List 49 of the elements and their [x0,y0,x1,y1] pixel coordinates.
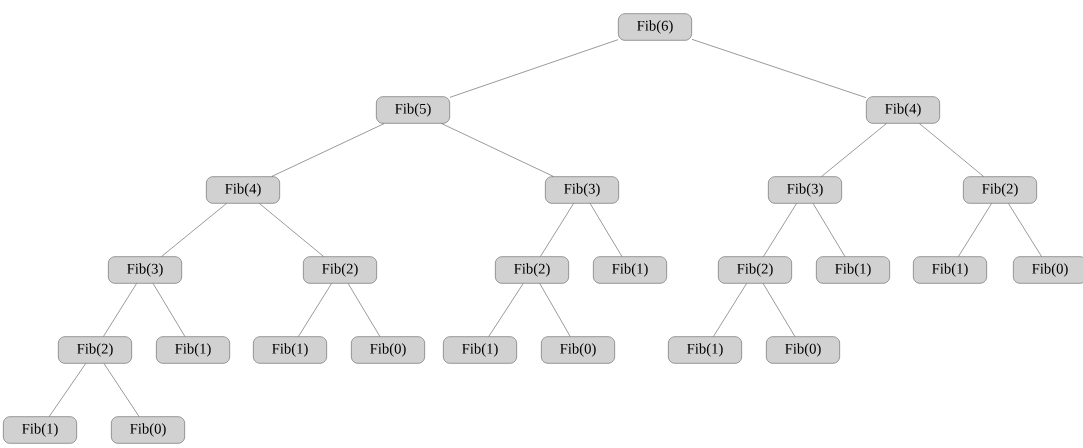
call-box: Fib(1) [913,256,987,284]
tree-line [103,363,140,417]
call-box: Fib(4) [206,176,280,204]
tree-line [347,283,381,337]
tree-line [1008,203,1042,257]
call-box: Fib(0) [541,336,615,364]
call-box: Fib(2) [495,256,569,284]
tree-line [691,39,867,98]
call-box: Fib(6) [618,13,692,41]
call-box: Fib(2) [963,176,1037,204]
call-box: Fib(3) [108,256,182,284]
tree-line [539,283,571,337]
tree-line [449,39,619,98]
tree-line [763,203,797,257]
call-box: Fib(2) [718,256,792,284]
tree-line [103,283,137,337]
tree-line [259,203,324,257]
tree-line [762,283,796,337]
call-box: Fib(3) [545,176,619,204]
call-box: Fib(0) [111,416,185,444]
call-box: Fib(0) [766,336,840,364]
tree-line [441,123,554,177]
tree-line [152,283,186,337]
call-box: Fib(1) [816,256,890,284]
call-box: Fib(1) [668,336,742,364]
call-box: Fib(1) [156,336,230,364]
call-box: Fib(1) [3,416,77,444]
call-box: Fib(2) [58,336,132,364]
call-box: Fib(5) [376,96,450,124]
tree-line [919,123,984,177]
call-box: Fib(1) [593,256,667,284]
call-box: Fib(0) [351,336,425,364]
tree-line [271,123,385,177]
tree-line [298,283,332,337]
tree-line [812,203,846,257]
call-box: Fib(1) [443,336,517,364]
tree-line [821,123,887,177]
call-box: Fib(1) [253,336,327,364]
call-box: Fib(2) [303,256,377,284]
tree-line [488,283,524,337]
tree-line [713,283,747,337]
tree-line [958,203,992,257]
call-box: Fib(4) [866,96,940,124]
tree-line [161,203,227,257]
tree-line [49,363,86,417]
call-box: Fib(3) [768,176,842,204]
tree-line [589,203,623,257]
call-box: Fib(0) [1013,256,1083,284]
tree-line [540,203,574,257]
